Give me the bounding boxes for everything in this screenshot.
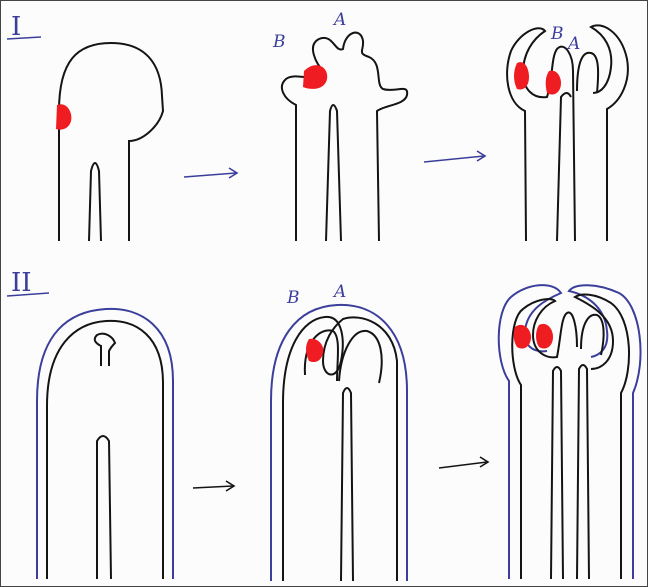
arrow-2-1 — [192, 485, 234, 489]
row-label-2: II — [11, 268, 32, 298]
stage-1-1-inner-slit — [88, 162, 102, 242]
stage-2-3-red-spot-right — [536, 323, 553, 349]
stage-1-2-letter-a: A — [332, 10, 346, 30]
stage-2-2-right-fold — [338, 329, 383, 384]
stage-2-3-red-spot-left — [513, 324, 531, 349]
stage-2-3 — [497, 284, 642, 580]
stage-2-1-blue-envelope — [36, 307, 174, 579]
stage-1-3 — [506, 24, 629, 242]
stage-1-2-outline — [281, 31, 409, 242]
stage-2-1-notch — [93, 332, 117, 366]
arrow-1-2-head — [476, 150, 487, 162]
stage-1-3-mid-lobe — [576, 51, 600, 94]
stage-2-2-outer-black — [282, 315, 398, 581]
stage-1-3-letter-a: A — [566, 34, 580, 54]
arrow-2-2-head — [479, 456, 490, 468]
row-label-1-underline — [6, 36, 42, 40]
stage-1-3-letter-b: B — [550, 24, 564, 44]
stage-2-3-slit-1 — [550, 366, 564, 580]
stage-2-2-inner-slit — [340, 387, 354, 582]
arrow-2-1-head — [225, 480, 236, 492]
stage-2-1 — [36, 307, 174, 580]
stage-1-2-red-spot — [303, 65, 328, 89]
stage-1-3-center — [556, 92, 572, 242]
stage-2-3-blue-right — [567, 284, 642, 579]
stage-2-3-left-lobe — [511, 298, 578, 579]
stage-1-1-red-spot — [56, 104, 72, 130]
stage-2-1-outer-black — [46, 319, 164, 579]
stage-1-3-red-spot-right — [545, 70, 561, 95]
arrow-1-2 — [423, 155, 485, 163]
stage-1-3-left-lobe — [506, 27, 576, 242]
arrow-1-1-head — [228, 167, 239, 179]
stage-1-2-letter-b: B — [272, 32, 286, 52]
arrow-2-2 — [438, 461, 488, 469]
stage-2-3-mid-lobe — [580, 313, 605, 356]
stage-2-2-letter-b: B — [286, 288, 300, 308]
stage-2-1-inner-slit — [96, 435, 112, 580]
stage-1-3-right-lobe — [589, 24, 629, 241]
stage-1-2-inner-slit — [325, 104, 342, 242]
row-label-1: I — [11, 12, 21, 42]
stage-1-3-red-spot-left — [514, 62, 529, 90]
stage-2-2-letter-a: A — [332, 282, 346, 302]
stage-1-1-outline — [58, 41, 165, 241]
stage-1-1 — [58, 41, 165, 242]
row-label-2-underline — [6, 292, 50, 297]
stage-2-3-slit-2 — [576, 364, 590, 580]
stage-1-2 — [281, 31, 409, 242]
stage-2-2-red-spot — [306, 338, 324, 363]
stage-2-2 — [270, 303, 408, 582]
stage-2-3-right-lobe — [573, 293, 630, 579]
stage-2-2-blue-envelope — [270, 303, 408, 581]
arrow-1-1 — [183, 172, 237, 178]
